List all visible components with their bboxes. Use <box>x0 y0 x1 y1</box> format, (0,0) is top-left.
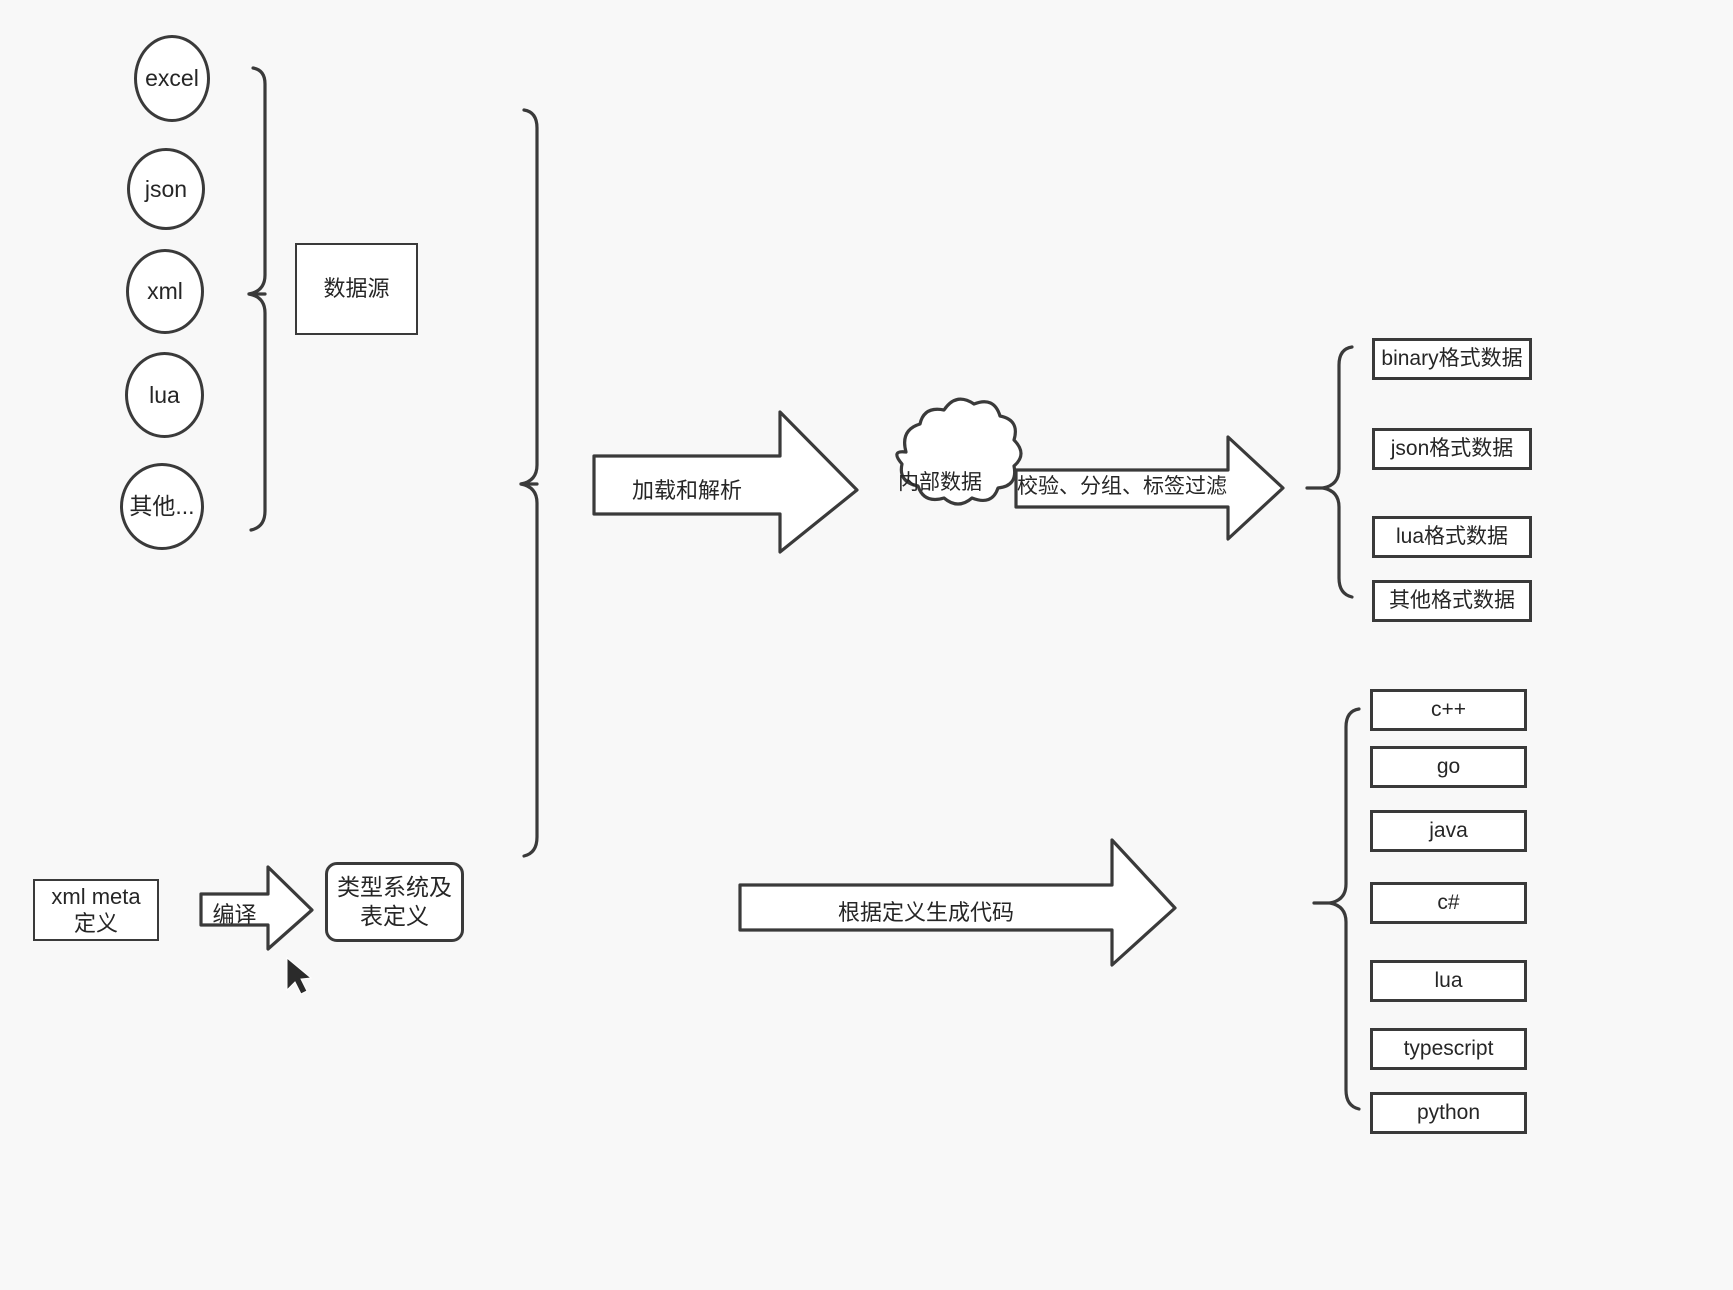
output-language-label: c++ <box>1430 697 1467 721</box>
source-node-label: 其他... <box>129 493 195 520</box>
source-node-lua[interactable]: lua <box>125 352 204 438</box>
internal-data-label-text: 内部数据 <box>898 471 982 494</box>
mouse-cursor <box>286 956 313 995</box>
compile-arrow-label: 编译 <box>201 897 268 929</box>
output-format-label: binary格式数据 <box>1381 346 1523 370</box>
output-language-cpp[interactable]: c++ <box>1370 689 1527 731</box>
output-language-java[interactable]: java <box>1370 810 1527 852</box>
output-format-json[interactable]: json格式数据 <box>1372 428 1532 470</box>
output-format-binary[interactable]: binary格式数据 <box>1372 338 1532 380</box>
output-language-typescript[interactable]: typescript <box>1370 1028 1527 1070</box>
output-format-label: json格式数据 <box>1390 436 1514 460</box>
xml-meta-box[interactable]: xml meta定义 <box>33 879 159 941</box>
output-language-python[interactable]: python <box>1370 1092 1527 1134</box>
source-group-brace <box>247 66 267 532</box>
data-source-label: 数据源 <box>323 276 390 302</box>
output-language-label: java <box>1429 818 1468 842</box>
output-language-go[interactable]: go <box>1370 746 1527 788</box>
load-parse-arrow-label: 加载和解析 <box>594 473 780 505</box>
output-format-lua[interactable]: lua格式数据 <box>1372 516 1532 558</box>
output-format-other[interactable]: 其他格式数据 <box>1372 580 1532 622</box>
load-parse-label-text: 加载和解析 <box>631 478 742 503</box>
output-language-label: python <box>1416 1100 1481 1124</box>
output-language-label: c# <box>1437 890 1460 914</box>
pipeline-input-brace <box>519 108 539 858</box>
output-format-label: 其他格式数据 <box>1389 588 1515 612</box>
output-language-label: typescript <box>1403 1036 1494 1060</box>
source-node-json[interactable]: json <box>127 148 205 230</box>
source-node-xml[interactable]: xml <box>126 249 204 334</box>
source-node-label: excel <box>145 65 199 92</box>
type-system-box[interactable]: 类型系统及表定义 <box>325 862 464 942</box>
source-node-label: lua <box>149 381 180 408</box>
internal-data-label: 内部数据 <box>888 466 992 496</box>
filter-label-text: 校验、分组、标签过滤 <box>1017 475 1227 498</box>
output-language-label: go <box>1436 754 1461 778</box>
codegen-label-text: 根据定义生成代码 <box>837 900 1014 925</box>
codegen-arrow-label: 根据定义生成代码 <box>740 895 1112 927</box>
language-brace <box>1328 707 1361 1111</box>
source-node-excel[interactable]: excel <box>134 35 210 122</box>
filter-arrow-label: 校验、分组、标签过滤 <box>1016 470 1228 500</box>
output-format-label: lua格式数据 <box>1395 524 1509 548</box>
output-language-label: lua <box>1434 968 1463 992</box>
type-system-label: 类型系统及表定义 <box>337 874 452 929</box>
output-language-lua[interactable]: lua <box>1370 960 1527 1002</box>
xml-meta-label: xml meta定义 <box>51 883 141 937</box>
data-source-box[interactable]: 数据源 <box>295 243 418 335</box>
data-format-brace <box>1321 345 1354 599</box>
output-language-csharp[interactable]: c# <box>1370 882 1527 924</box>
source-node-other[interactable]: 其他... <box>120 463 204 550</box>
compile-label-text: 编译 <box>212 902 257 927</box>
source-node-label: json <box>144 175 188 202</box>
source-node-label: xml <box>147 278 183 305</box>
